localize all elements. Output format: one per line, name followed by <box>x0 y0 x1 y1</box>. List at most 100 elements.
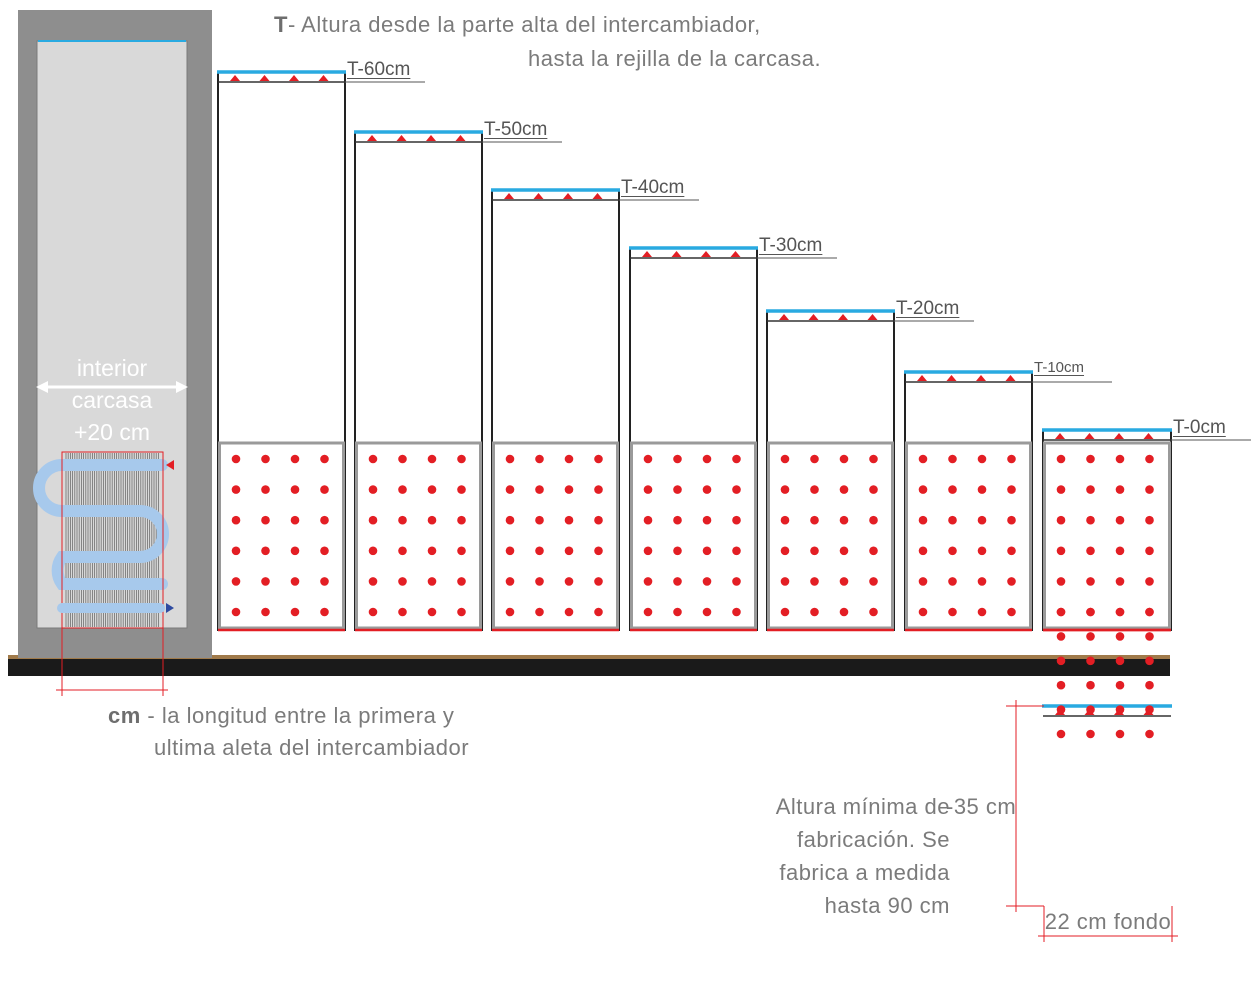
minimum-height-value: -35 cm <box>946 794 1017 819</box>
tube-dot <box>368 607 378 617</box>
tube-dot <box>535 577 544 586</box>
tube-dot <box>1056 680 1066 690</box>
tube-dot <box>643 515 653 525</box>
tube-dot <box>457 577 466 586</box>
heat-exchanger <box>33 451 174 629</box>
tube-dot <box>427 577 437 586</box>
airflow-arrow-icon <box>259 75 270 81</box>
housing-label: T-0cm <box>1173 417 1226 438</box>
tube-dot <box>810 515 819 525</box>
airflow-arrow-icon <box>504 193 514 199</box>
tube-dot <box>457 546 466 556</box>
interior-line1: interior <box>76 355 148 381</box>
tube-dot <box>368 454 378 464</box>
tube-dot <box>261 454 270 464</box>
tube-dot <box>535 454 544 464</box>
exchanger-core <box>905 441 1032 630</box>
tube-dot <box>1115 729 1125 739</box>
tube-dot <box>732 546 741 556</box>
housing-t-50cm <box>354 130 483 632</box>
tube-dot <box>673 515 682 525</box>
tube-dot <box>869 607 878 617</box>
inlet-arrow-icon <box>166 460 174 470</box>
minimum-height-unit <box>1042 607 1172 739</box>
tube-dot <box>594 454 603 464</box>
tube-dot <box>398 515 407 525</box>
airflow-arrow-icon <box>1143 433 1154 439</box>
fin-length-note: cm - la longitud entre la primera y ulti… <box>108 700 469 764</box>
tube-dot <box>948 454 957 464</box>
tube-dot <box>1115 515 1125 525</box>
airflow-arrow-icon <box>318 75 329 81</box>
outlet-arrow-icon <box>166 603 174 613</box>
housing-t-60cm <box>217 70 346 632</box>
tube-dot <box>1086 546 1095 556</box>
tube-dot <box>398 577 407 586</box>
airflow-arrow-icon <box>779 314 789 320</box>
tube-dot <box>1115 632 1125 641</box>
airflow-arrow-icon <box>976 375 986 381</box>
tube-dot <box>702 515 712 525</box>
housing-label: T-10cm <box>1034 359 1085 376</box>
airflow-arrow-icon <box>808 314 819 320</box>
airflow-arrow-icon <box>396 135 407 141</box>
tube-dot <box>948 577 957 586</box>
tube-dot <box>810 485 819 494</box>
housing-t-0cm <box>1042 428 1172 632</box>
tube-dot <box>977 607 987 617</box>
tube-dot <box>1086 485 1095 494</box>
tube-dot <box>427 546 437 556</box>
tube-dot <box>290 515 300 525</box>
tube-dot <box>869 515 878 525</box>
airflow-arrow-icon <box>1084 433 1095 439</box>
tube-dot <box>368 546 378 556</box>
tube-dot <box>839 546 849 556</box>
tube-dot <box>839 485 849 494</box>
tube-dot <box>1115 546 1125 556</box>
exchanger-fins <box>65 453 159 627</box>
exchanger-core <box>1043 441 1171 630</box>
tube-dot <box>564 607 574 617</box>
tube-dot <box>1115 485 1125 494</box>
tube-dot <box>564 485 574 494</box>
tube-dot <box>918 515 928 525</box>
tube-dot <box>977 577 987 586</box>
airflow-arrow-icon <box>455 135 466 141</box>
housing-label: T-30cm <box>759 235 823 256</box>
tube-dot <box>839 607 849 617</box>
airflow-arrow-icon <box>671 251 682 257</box>
tube-dot <box>505 485 515 494</box>
tube-dot <box>261 515 270 525</box>
tube-dot <box>594 607 603 617</box>
tube-dot <box>1145 454 1154 464</box>
tube-dot <box>780 577 790 586</box>
exchanger-tube <box>33 459 169 590</box>
tube-dot <box>810 607 819 617</box>
airflow-arrow-icon <box>946 375 957 381</box>
tube-dot <box>643 607 653 617</box>
tube-dot <box>780 454 790 464</box>
tube-dot <box>564 515 574 525</box>
airflow-arrow-icon <box>838 314 848 320</box>
tube-dot <box>368 577 378 586</box>
tube-dot <box>702 485 712 494</box>
tube-dot <box>535 546 544 556</box>
tube-dot <box>398 485 407 494</box>
tube-dot <box>732 577 741 586</box>
tube-dot <box>398 546 407 556</box>
housing-t-10cm <box>904 370 1033 632</box>
tube-dot <box>1145 632 1154 641</box>
tube-dot <box>505 454 515 464</box>
tube-dot <box>977 515 987 525</box>
airflow-arrow-icon <box>426 135 436 141</box>
tube-dot <box>780 515 790 525</box>
exchanger-core <box>630 441 757 630</box>
tube-dot <box>261 577 270 586</box>
interior-width-label: interior carcasa +20 cm <box>36 352 188 448</box>
tube-dot <box>290 485 300 494</box>
tube-dot <box>1086 680 1095 690</box>
floor <box>8 655 1170 676</box>
fin-length-line1: - la longitud entre la primera y <box>140 703 455 728</box>
tube-dot <box>320 454 329 464</box>
